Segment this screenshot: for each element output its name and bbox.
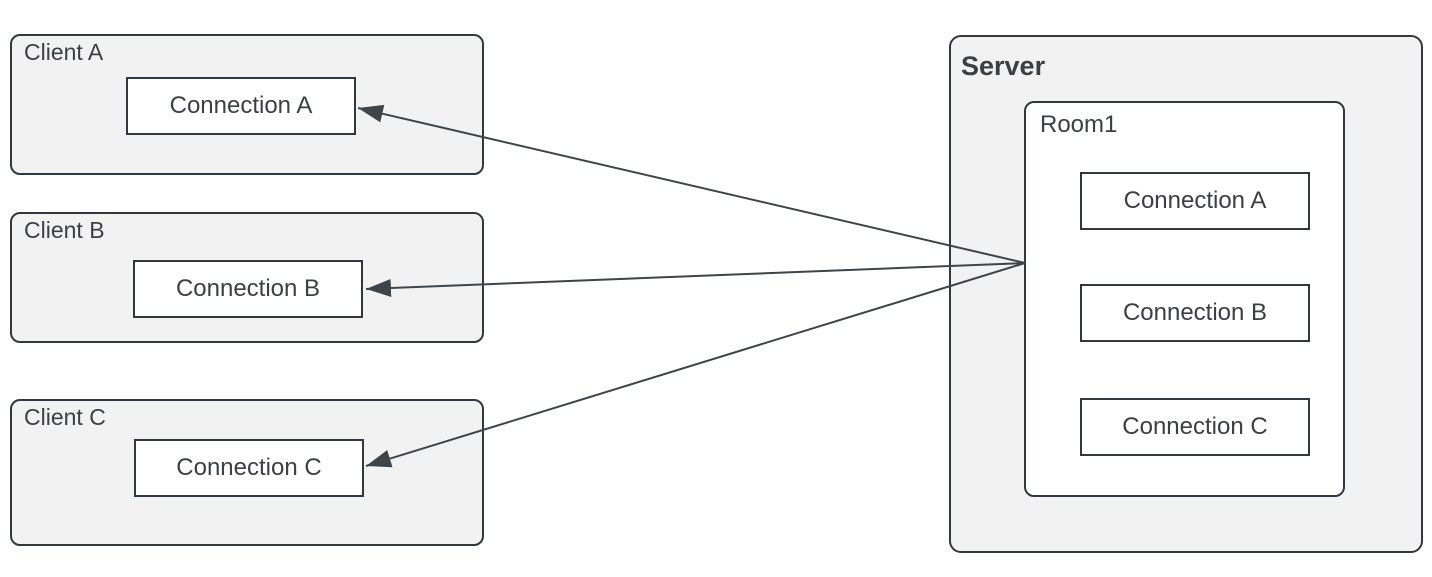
room1-connection-a-box: Connection A — [1080, 172, 1310, 230]
client-c-box: Client C Connection C — [10, 399, 484, 546]
client-c-connection-label: Connection C — [176, 454, 322, 481]
client-b-connection-label: Connection B — [175, 275, 321, 302]
client-a-connection-box: Connection A — [126, 77, 356, 135]
client-a-connection-label: Connection A — [169, 92, 313, 119]
room1-connection-b-box: Connection B — [1080, 284, 1310, 342]
room1-connection-b-label: Connection B — [1122, 299, 1268, 326]
client-a-label: Client A — [24, 39, 104, 65]
room1-box: Room1 Connection A Connection B Connecti… — [1024, 101, 1345, 497]
server-label: Server — [961, 51, 1046, 81]
client-b-connection-box: Connection B — [133, 260, 363, 318]
client-c-connection-box: Connection C — [134, 439, 364, 497]
client-b-label: Client B — [24, 217, 105, 243]
client-b-box: Client B Connection B — [10, 212, 484, 343]
client-a-box: Client A Connection A — [10, 34, 484, 175]
client-c-label: Client C — [24, 404, 106, 430]
room1-connection-a-label: Connection A — [1123, 187, 1267, 214]
room1-connection-c-box: Connection C — [1080, 398, 1310, 456]
room1-label: Room1 — [1040, 111, 1118, 138]
room1-connection-c-label: Connection C — [1122, 413, 1268, 440]
server-box: Server Room1 Connection A Connection B C… — [949, 35, 1423, 553]
